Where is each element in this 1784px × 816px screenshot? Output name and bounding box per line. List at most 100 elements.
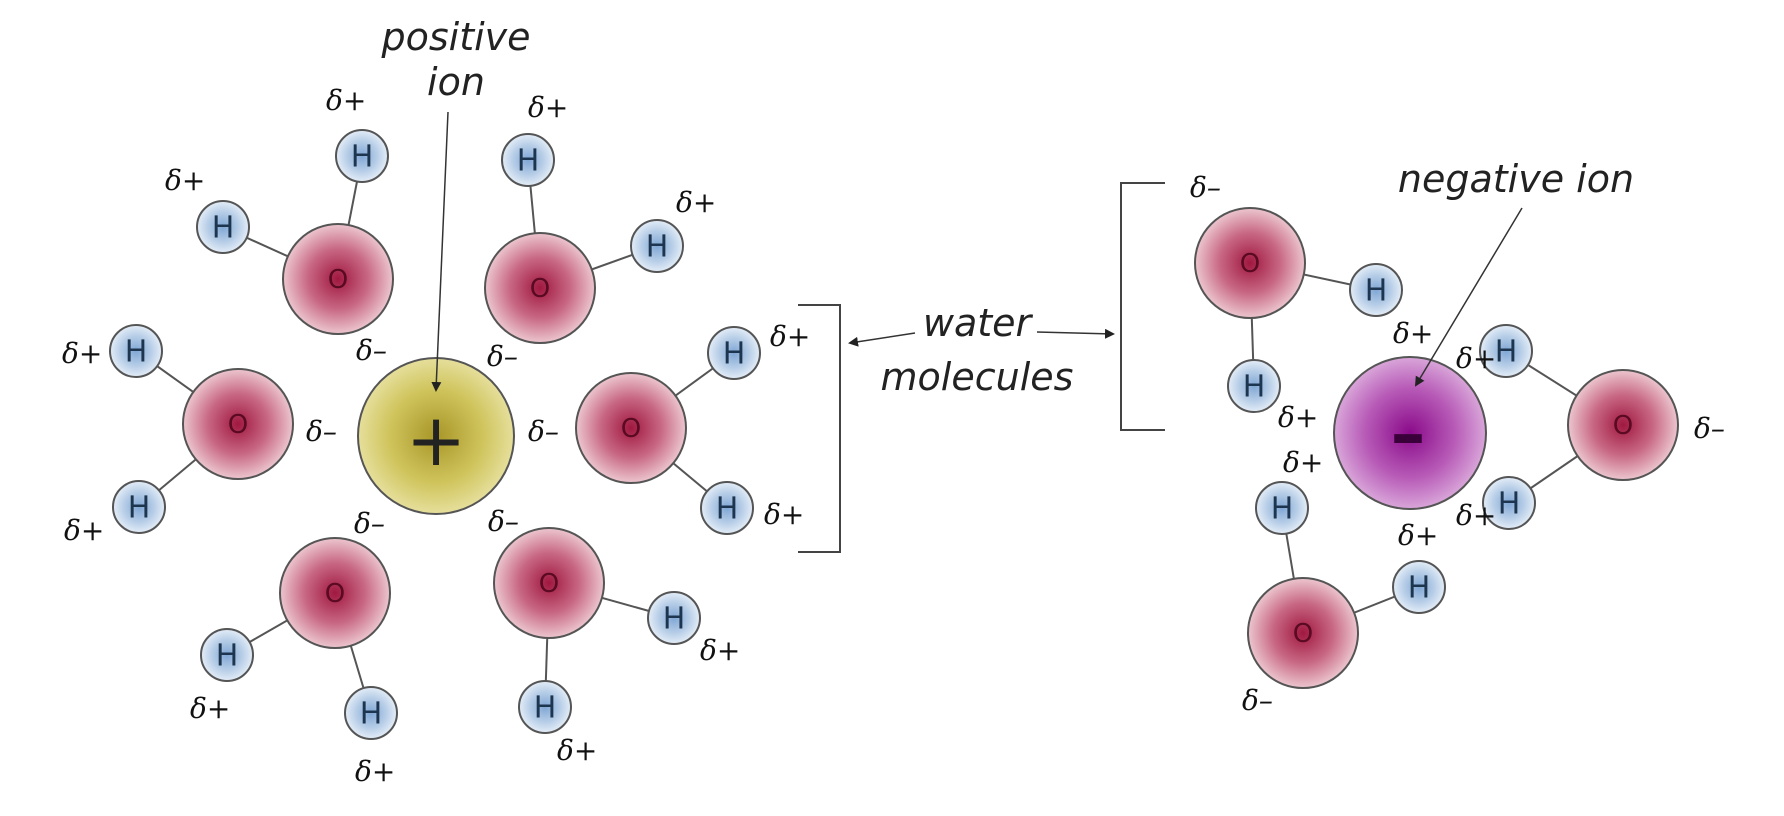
oxygen-atom: O (1567, 369, 1679, 481)
hydrogen-atom: H (1392, 560, 1446, 614)
positive-ion: + (357, 357, 515, 515)
oxygen-symbol: O (325, 579, 345, 609)
hydrogen-atom: H (1349, 263, 1403, 317)
hydrogen-atom: H (647, 591, 701, 645)
delta-plus-label: δ+ (676, 186, 716, 219)
hydrogen-symbol: H (716, 492, 739, 527)
hydrogen-symbol: H (1495, 335, 1518, 370)
hydrogen-symbol: H (1365, 274, 1388, 309)
water-molecules-label-line1: water (923, 301, 1034, 345)
oxygen-symbol: O (228, 410, 248, 440)
hydrogen-atom: H (200, 628, 254, 682)
oxygen-symbol: O (328, 265, 348, 295)
negative-sign: – (1391, 393, 1426, 475)
delta-minus-label: δ– (487, 340, 518, 373)
delta-minus-label: δ– (306, 415, 337, 448)
hydrogen-symbol: H (216, 639, 239, 674)
hydrogen-atom: H (1255, 481, 1309, 535)
hydrogen-symbol: H (125, 335, 148, 370)
delta-minus-label: δ– (356, 334, 387, 367)
delta-plus-label: δ+ (770, 320, 810, 353)
delta-minus-label: δ– (488, 505, 519, 538)
oxygen-symbol: O (530, 274, 550, 304)
delta-minus-label: δ– (354, 507, 385, 540)
delta-plus-label: δ+ (1283, 446, 1323, 479)
oxygen-symbol: O (539, 569, 559, 599)
delta-plus-label: δ+ (700, 634, 740, 667)
hydrogen-symbol: H (1243, 370, 1266, 405)
hydrogen-symbol: H (360, 697, 383, 732)
hydrogen-atom: H (196, 200, 250, 254)
hydrogen-atom: H (630, 219, 684, 273)
oxygen-atom: O (575, 372, 687, 484)
delta-plus-label: δ+ (165, 164, 205, 197)
delta-plus-label: δ+ (64, 514, 104, 547)
delta-plus-label: δ+ (326, 84, 366, 117)
positive-ion-sphere (357, 357, 515, 515)
delta-plus-label: δ+ (764, 498, 804, 531)
hydrogen-symbol: H (534, 691, 557, 726)
negative-ion-sphere (1333, 356, 1487, 510)
delta-plus-label: δ+ (1393, 317, 1433, 350)
hydrogen-symbol: H (517, 144, 540, 179)
negative-ion: – (1333, 356, 1487, 510)
positive-ion-pointer (431, 111, 449, 392)
water-arrow-left (848, 332, 916, 347)
oxygen-symbol: O (1293, 619, 1313, 649)
negative-ion-label: negative ion (1398, 157, 1634, 201)
hydrogen-atom: H (700, 481, 754, 535)
oxygen-atom: O (493, 527, 605, 639)
hydrogen-symbol: H (351, 140, 374, 175)
hydrogen-atom: H (1479, 324, 1533, 378)
oxygen-symbol: O (1240, 249, 1260, 279)
positive-sign: + (406, 398, 466, 482)
hydrogen-atom: H (335, 129, 389, 183)
delta-plus-label: δ+ (190, 692, 230, 725)
delta-minus-label: δ– (1242, 684, 1273, 717)
hydrogen-symbol: H (128, 491, 151, 526)
oxygen-atom: O (182, 368, 294, 480)
oxygen-atom: O (484, 232, 596, 344)
delta-plus-label: δ+ (62, 337, 102, 370)
water-arrow-right (1036, 328, 1115, 339)
oxygen-symbol: O (621, 414, 641, 444)
hydrogen-symbol: H (723, 337, 746, 372)
hydrogen-symbol: H (1271, 492, 1294, 527)
positive-ion-label-line2: ion (427, 60, 485, 104)
hydrogen-atom: H (1227, 359, 1281, 413)
delta-plus-label: δ+ (355, 755, 395, 788)
delta-plus-label: δ+ (557, 734, 597, 767)
oxygen-atom: O (279, 537, 391, 649)
hydrogen-symbol: H (1408, 571, 1431, 606)
delta-minus-label: δ– (528, 415, 559, 448)
oxygen-atom: O (1247, 577, 1359, 689)
hydrogen-symbol: H (646, 230, 669, 265)
hydrogen-atom: H (501, 133, 555, 187)
delta-minus-label: δ– (1694, 412, 1725, 445)
delta-plus-label: δ+ (1456, 499, 1496, 532)
left-bracket (798, 304, 841, 553)
oxygen-atom: O (282, 223, 394, 335)
hydrogen-atom: H (344, 686, 398, 740)
negative-ion-pointer (1414, 207, 1523, 387)
delta-plus-label: δ+ (1398, 519, 1438, 552)
hydrogen-atom: H (1482, 476, 1536, 530)
oxygen-atom: O (1194, 207, 1306, 319)
delta-plus-label: δ+ (1278, 401, 1318, 434)
hydrogen-atom: H (518, 680, 572, 734)
hydrogen-symbol: H (212, 211, 235, 246)
water-molecules-label-line2: molecules (881, 355, 1074, 399)
hydrogen-symbol: H (1498, 487, 1521, 522)
oxygen-symbol: O (1613, 411, 1633, 441)
hydrogen-atom: H (112, 480, 166, 534)
positive-ion-label-line1: positive (380, 15, 530, 59)
right-bracket (1120, 182, 1165, 431)
delta-minus-label: δ– (1190, 171, 1221, 204)
hydrogen-symbol: H (663, 602, 686, 637)
delta-plus-label: δ+ (528, 91, 568, 124)
hydrogen-atom: H (707, 326, 761, 380)
hydrogen-atom: H (109, 324, 163, 378)
delta-plus-label: δ+ (1456, 342, 1496, 375)
